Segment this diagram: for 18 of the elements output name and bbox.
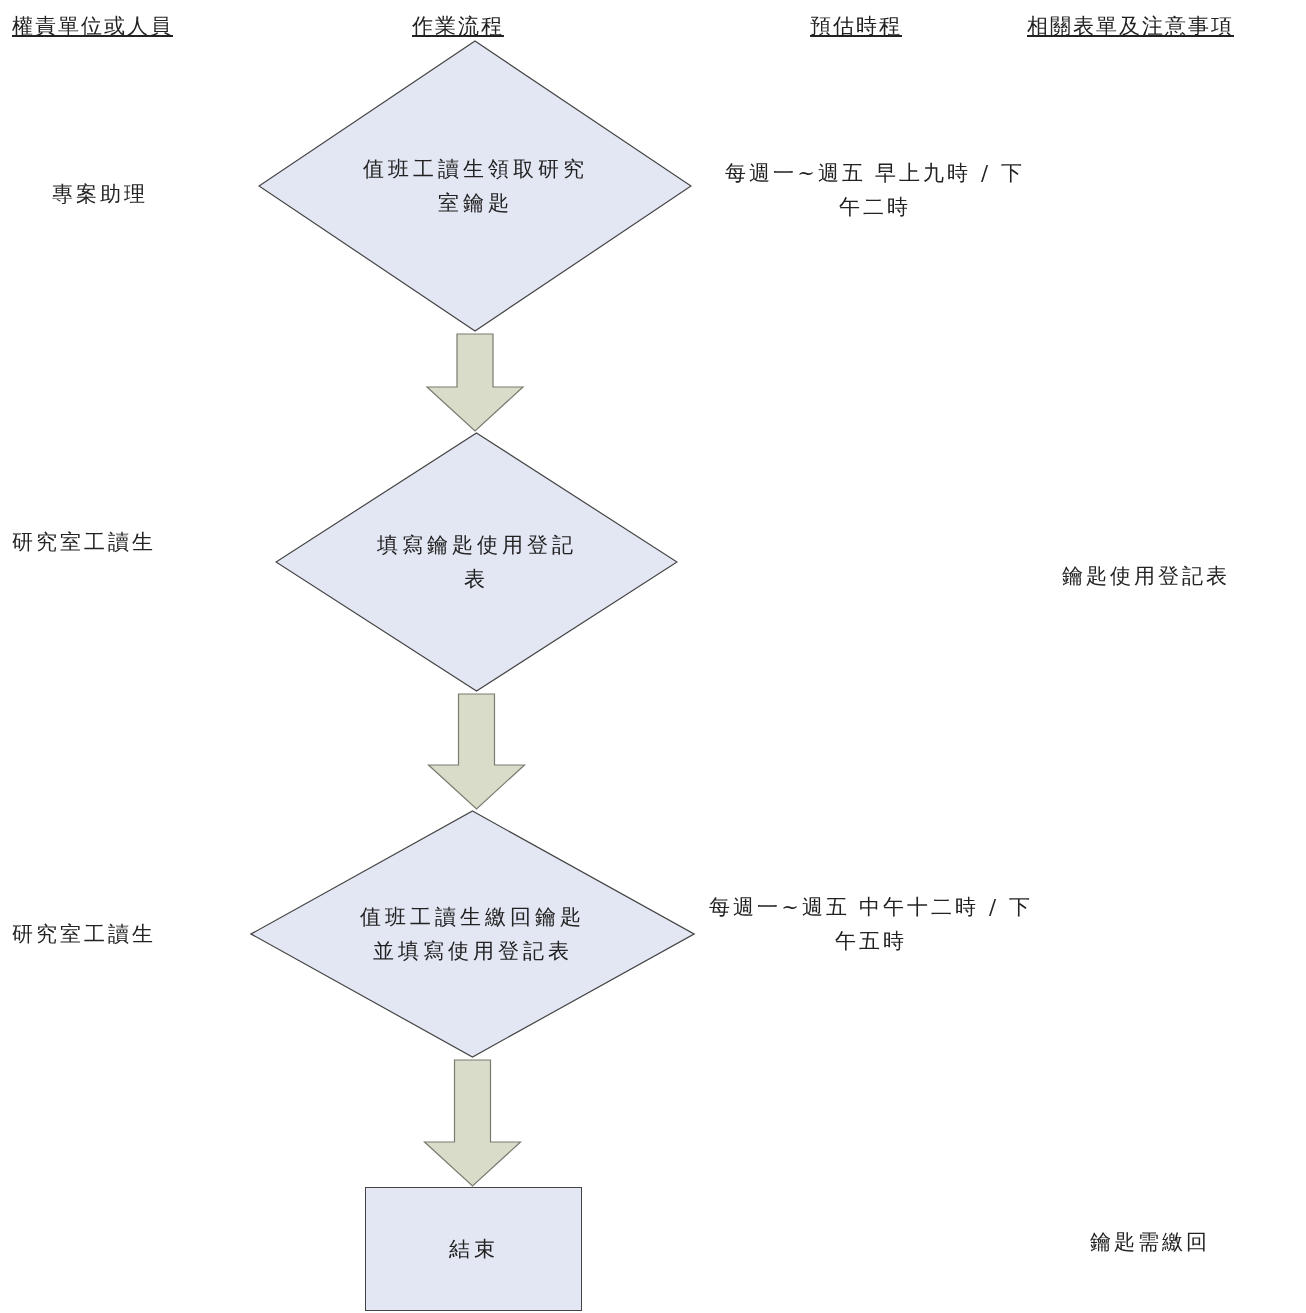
role-label: 專案助理: [52, 181, 148, 208]
form-note: 鑰匙需繳回: [1090, 1229, 1210, 1256]
diamond-text: 值班工讀生繳回鑰匙並填寫使用登記表: [359, 904, 586, 965]
end-box: 結束: [365, 1187, 582, 1311]
role-label: 研究室工讀生: [12, 921, 156, 948]
role-label: 研究室工讀生: [12, 529, 156, 556]
diamond-text: 填寫鑰匙使用登記表: [375, 532, 578, 593]
block-arrow: [422, 1059, 523, 1187]
diamond-text: 值班工讀生領取研究室鑰匙: [361, 156, 589, 217]
block-arrow: [426, 693, 527, 810]
form-note: 鑰匙使用登記表: [1062, 563, 1230, 590]
block-arrow: [425, 333, 525, 432]
column-header: 預估時程: [810, 13, 902, 40]
column-header: 相關表單及注意事項: [1027, 13, 1234, 40]
column-header: 作業流程: [412, 13, 504, 40]
time-note: 每週一~週五 中午十二時 / 下午五時: [708, 894, 1034, 955]
column-header: 權責單位或人員: [12, 13, 173, 40]
time-note: 每週一~週五 早上九時 / 下午二時: [724, 160, 1026, 221]
